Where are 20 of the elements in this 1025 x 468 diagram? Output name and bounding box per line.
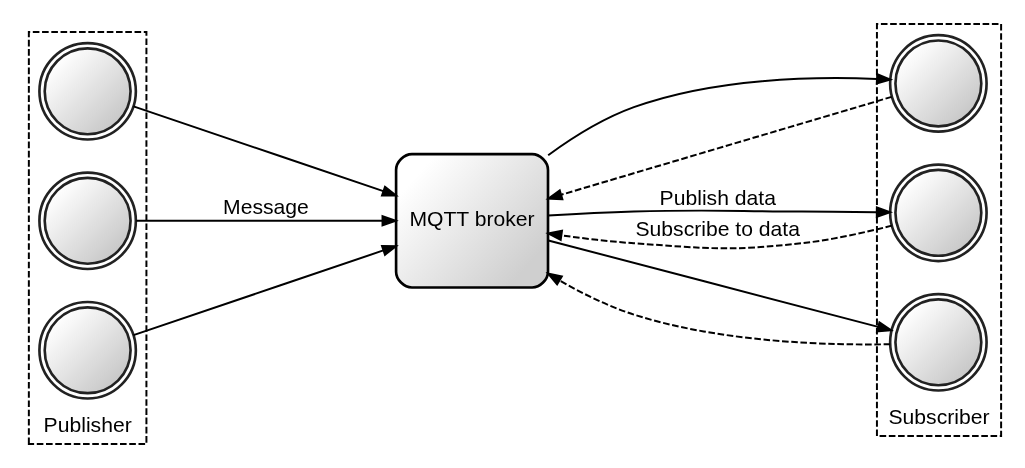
node-box: MQTT broker (394, 152, 549, 289)
arrow (546, 72, 893, 157)
arrow (545, 272, 891, 346)
edge-label: Message (222, 194, 309, 218)
arrow (132, 105, 399, 197)
node-circle (888, 292, 988, 392)
arrow (132, 245, 399, 337)
node-circle (37, 41, 137, 141)
arrow (134, 214, 399, 227)
arrow (545, 95, 893, 201)
arrow (546, 206, 893, 219)
node-circle (888, 163, 988, 263)
arrow (544, 224, 893, 250)
node-circle (37, 300, 137, 400)
arrow (546, 239, 894, 333)
node-circle (37, 171, 137, 271)
edge-label: Publish data (659, 185, 776, 209)
cluster: Publisher (27, 30, 147, 446)
edge-label: Subscribe to data (635, 217, 800, 241)
node-circle (888, 33, 988, 133)
